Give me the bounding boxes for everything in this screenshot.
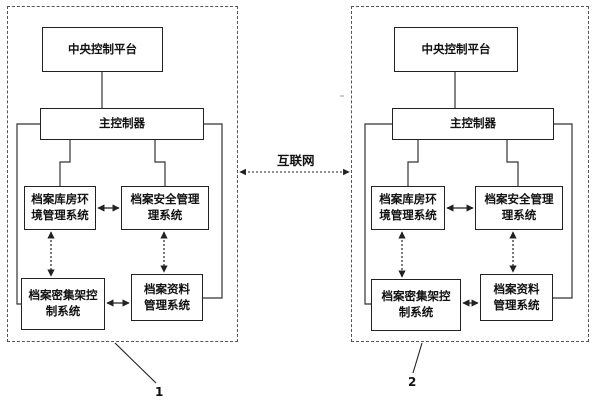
system-1-leader-line	[114, 342, 157, 384]
system-2-arrows	[398, 204, 517, 307]
system-2-env-system: 档案库房环 境管理系统	[371, 186, 445, 230]
system-1-arrows	[47, 204, 168, 307]
system-1-boundary	[7, 6, 238, 342]
system-2-boundary	[351, 6, 589, 342]
system-2-connectors	[364, 72, 573, 305]
system-1-data-system: 档案资料 管理系统	[131, 274, 203, 321]
system-2-central-platform: 中央控制平台	[394, 27, 518, 72]
system-2-leader-line	[412, 342, 423, 374]
system-1-main-controller: 主控制器	[40, 108, 204, 140]
system-1-shelving-system: 档案密集架控 制系统	[21, 278, 105, 330]
system-1-connectors	[16, 72, 223, 305]
system-2-security-system: 档案安全管理 理系统	[475, 186, 563, 230]
system-2-data-system: 档案资料 管理系统	[480, 274, 553, 321]
system-2-shelving-system: 档案密集架控 制系统	[371, 279, 461, 331]
system-1-central-platform: 中央控制平台	[42, 27, 163, 72]
system-1-env-system: 档案库房环 境管理系统	[24, 186, 96, 230]
internet-label: 互联网	[277, 153, 315, 168]
system-1-number: 1	[155, 385, 164, 399]
system-2-main-controller: 主控制器	[392, 108, 554, 140]
system-1-security-system: 档案安全管理 理系统	[121, 186, 209, 230]
system-2-number: 2	[408, 375, 417, 389]
